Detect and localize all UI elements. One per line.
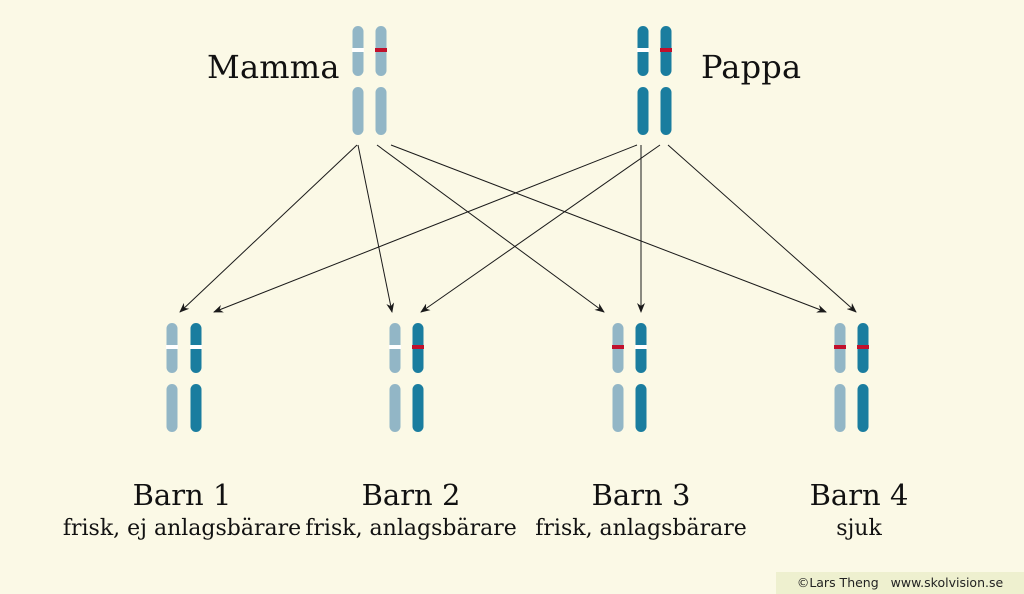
father-chromosome-1 (637, 26, 649, 135)
child-2-caption: Barn 2 frisk, anlagsbärare (291, 478, 531, 544)
child-1-title: Barn 1 (132, 478, 232, 512)
credit-bar: ©Lars Theng www.skolvision.se (776, 572, 1024, 594)
child-3-paternal-chromosome (635, 323, 647, 432)
child-1-status: frisk, ej anlagsbärare (62, 516, 302, 541)
arrow-mother-disease-to-child-3 (376, 144, 605, 313)
child-2-paternal-chromosome (412, 323, 424, 432)
arrow-mother-healthy-to-child-1 (179, 144, 358, 313)
child-3-maternal-chromosome (612, 323, 624, 432)
child-3-title: Barn 3 (591, 478, 691, 512)
mother-chromosome-1-healthy-allele (352, 48, 364, 52)
child-3-maternal-chromosome-disease-allele (612, 345, 624, 349)
father-chromosome-2 (660, 26, 672, 135)
child-3-paternal-chromosome-long-arm (635, 384, 647, 432)
child-4-caption: Barn 4 sjuk (739, 478, 979, 544)
mother-chromosome-1 (352, 26, 364, 135)
child-4-maternal-chromosome-disease-allele (834, 345, 846, 349)
child-1-maternal-chromosome-long-arm (166, 384, 178, 432)
credit-website[interactable]: www.skolvision.se (890, 575, 1004, 590)
child-1-paternal-chromosome-long-arm (190, 384, 202, 432)
chromosomes (166, 26, 869, 432)
child-2-title: Barn 2 (361, 478, 461, 512)
child-1-paternal-chromosome (190, 323, 202, 432)
child-1-maternal-chromosome (166, 323, 178, 432)
child-4-maternal-chromosome-long-arm (834, 384, 846, 432)
child-3-status: frisk, anlagsbärare (535, 516, 747, 541)
father-chromosome-2-disease-allele (660, 48, 672, 52)
child-4-paternal-chromosome (857, 323, 869, 432)
child-1-caption: Barn 1 frisk, ej anlagsbärare (62, 478, 302, 544)
child-4-maternal-chromosome (834, 323, 846, 432)
arrow-mother-healthy-to-child-2 (357, 144, 395, 313)
arrow-father-disease-to-child-2 (420, 144, 661, 313)
child-4-paternal-chromosome-disease-allele (857, 345, 869, 349)
child-3-maternal-chromosome-long-arm (612, 384, 624, 432)
father-chromosome-1-healthy-allele (637, 48, 649, 52)
child-1-maternal-chromosome-healthy-allele (166, 345, 178, 349)
child-4-status: sjuk (836, 516, 882, 541)
mother-chromosome-2-disease-allele (375, 48, 387, 52)
child-3-caption: Barn 3 frisk, anlagsbärare (521, 478, 761, 544)
credit-author: ©Lars Theng (796, 575, 879, 590)
child-4-paternal-chromosome-long-arm (857, 384, 869, 432)
child-2-paternal-chromosome-long-arm (412, 384, 424, 432)
child-4-title: Barn 4 (809, 478, 909, 512)
child-2-maternal-chromosome-long-arm (389, 384, 401, 432)
child-2-maternal-chromosome (389, 323, 401, 432)
mother-label: Mamma (207, 48, 340, 86)
mother-chromosome-2-long-arm (375, 87, 387, 135)
father-label: Pappa (701, 48, 802, 86)
child-2-maternal-chromosome-healthy-allele (389, 345, 401, 349)
inheritance-arrows (179, 144, 857, 313)
mother-chromosome-1-long-arm (352, 87, 364, 135)
mother-chromosome-2 (375, 26, 387, 135)
father-chromosome-2-long-arm (660, 87, 672, 135)
child-2-status: frisk, anlagsbärare (305, 516, 517, 541)
arrow-father-disease-to-child-4 (667, 144, 857, 313)
father-chromosome-1-long-arm (637, 87, 649, 135)
child-3-paternal-chromosome-healthy-allele (635, 345, 647, 349)
child-2-paternal-chromosome-disease-allele (412, 345, 424, 349)
arrow-father-healthy-to-child-1 (213, 144, 638, 313)
arrow-mother-disease-to-child-4 (390, 144, 827, 313)
child-1-paternal-chromosome-healthy-allele (190, 345, 202, 349)
